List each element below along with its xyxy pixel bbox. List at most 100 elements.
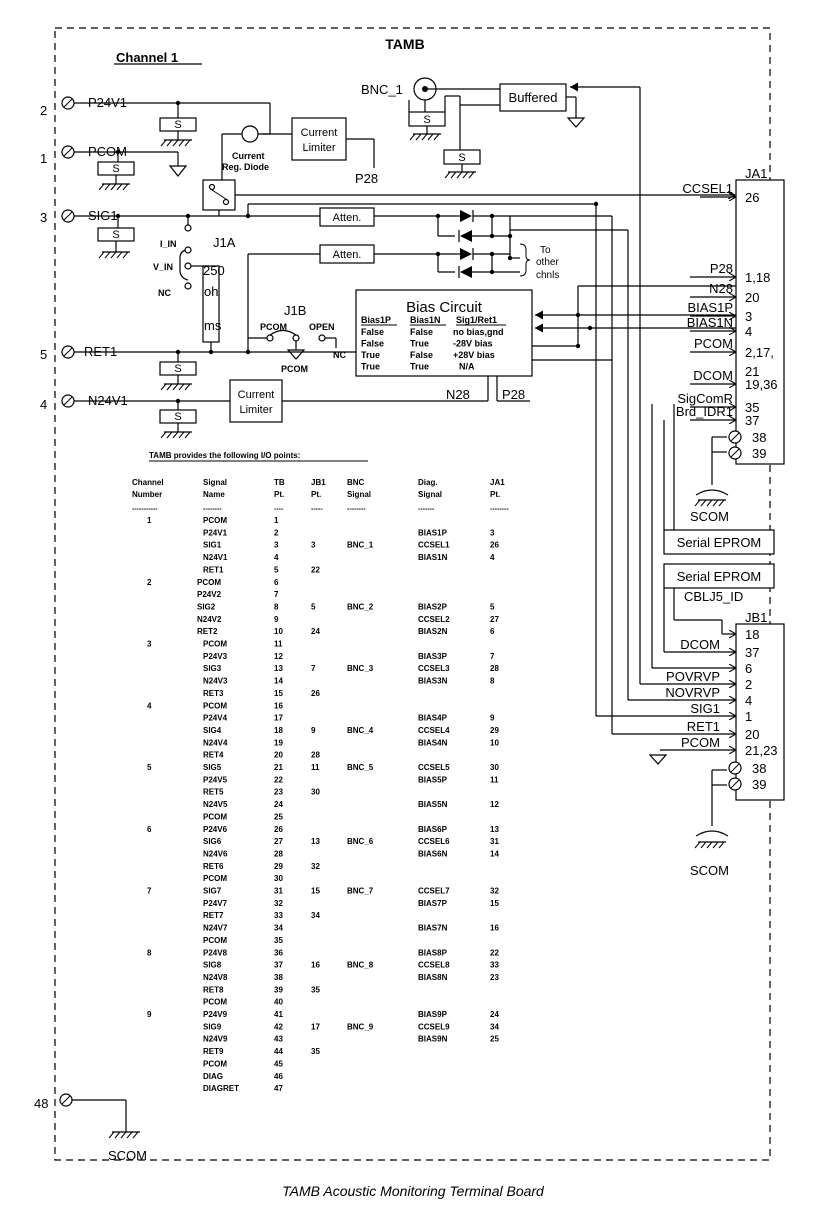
- svg-text:PCOM: PCOM: [260, 322, 287, 332]
- io-cell: 30: [311, 788, 320, 797]
- io-cell: 15: [490, 899, 499, 908]
- io-cell: 5: [311, 602, 316, 611]
- jb1-signal-label: PCOM: [681, 735, 720, 750]
- io-cell: 38: [274, 973, 283, 982]
- io-cell: P24V7: [203, 899, 228, 908]
- io-cell: 9: [311, 726, 316, 735]
- io-cell: 22: [274, 775, 283, 784]
- jb1-pin-number: 21,23: [745, 743, 778, 758]
- io-cell: P24V3: [203, 652, 228, 661]
- io-cell: 10: [274, 627, 283, 636]
- io-cell: BNC_1: [347, 541, 374, 550]
- io-cell: 47: [274, 1084, 283, 1093]
- io-cell: PCOM: [203, 936, 227, 945]
- io-cell: 4: [147, 701, 152, 710]
- io-cell: 39: [274, 985, 283, 994]
- jb1-pin-number: 20: [745, 727, 759, 742]
- io-cell: 4: [274, 553, 279, 562]
- bias-circuit: [355, 289, 533, 377]
- svg-text:Current: Current: [238, 389, 275, 401]
- io-cell: BIAS8N: [418, 973, 448, 982]
- ja1-pin-number: 21: [745, 364, 759, 379]
- io-cell: 22: [311, 565, 320, 574]
- io-cell: 43: [274, 1035, 283, 1044]
- svg-text:OPEN: OPEN: [309, 322, 335, 332]
- io-cell: 5: [274, 565, 279, 574]
- io-cell: BIAS6P: [418, 825, 448, 834]
- terminal-2: 2 P24V1: [40, 95, 127, 118]
- svg-text:P28: P28: [502, 387, 525, 402]
- io-cell: 45: [274, 1059, 283, 1068]
- io-header: Name: [203, 490, 225, 499]
- io-cell: 4: [490, 553, 495, 562]
- io-cell: 6: [274, 578, 279, 587]
- io-cell: RET8: [203, 985, 224, 994]
- current-limiter-2: [229, 379, 283, 423]
- io-cell: 22: [490, 948, 499, 957]
- io-cell: BIAS7P: [418, 899, 448, 908]
- svg-text:SCOM: SCOM: [690, 863, 729, 878]
- io-cell: 34: [274, 924, 283, 933]
- io-header-rule: ----: [274, 506, 284, 513]
- io-cell: 34: [311, 911, 320, 920]
- io-cell: SIG6: [203, 837, 222, 846]
- io-cell: 40: [274, 998, 283, 1007]
- io-cell: CCSEL4: [418, 726, 450, 735]
- ja1-label: JA1: [745, 166, 767, 181]
- io-cell: 32: [274, 899, 283, 908]
- jb1-pin-number: 2: [745, 677, 752, 692]
- shield-icon: S: [174, 411, 181, 423]
- svg-text:5: 5: [40, 347, 47, 362]
- io-cell: P24V4: [203, 714, 228, 723]
- io-cell: RET9: [203, 1047, 224, 1056]
- svg-text:P28: P28: [355, 171, 378, 186]
- screw-terminal-icon: [728, 777, 742, 791]
- screw-terminal-icon: [728, 430, 742, 444]
- jb1-pin-number: 39: [752, 777, 766, 792]
- io-cell: 27: [274, 837, 283, 846]
- j1a-jumper: [179, 249, 189, 281]
- io-cell: P24V2: [197, 590, 222, 599]
- io-cell: 32: [311, 862, 320, 871]
- bias-cell: False: [410, 327, 433, 337]
- ja1-pin-number: 20: [745, 290, 759, 305]
- io-cell: 28: [274, 849, 283, 858]
- io-cell: CCSEL7: [418, 887, 450, 896]
- ja1-pin-number: 37: [745, 413, 759, 428]
- jb1-pin-number: 4: [745, 693, 752, 708]
- io-cell: 41: [274, 1010, 283, 1019]
- ja1-pin-list: CCSEL126P281,18N2820BIAS1P3BIAS1N4PCOM2,…: [676, 181, 778, 461]
- ja1-signal-label: PCOM: [694, 336, 733, 351]
- serial-eprom-2: [663, 563, 775, 589]
- ja1-pin-number: 19,36: [745, 377, 778, 392]
- io-cell: 7: [490, 652, 495, 661]
- ja1-pin-number: 2,17,: [745, 345, 774, 360]
- svg-text:Buffered: Buffered: [509, 90, 558, 105]
- io-cell: BNC_3: [347, 664, 374, 673]
- io-cell: 28: [490, 664, 499, 673]
- io-cell: 16: [274, 701, 283, 710]
- svg-text:Serial EPROM: Serial EPROM: [677, 535, 762, 550]
- io-cell: 24: [490, 1010, 499, 1019]
- bias-cell: False: [410, 350, 433, 360]
- io-header: Signal: [203, 478, 227, 487]
- figure-caption: TAMB Acoustic Monitoring Terminal Board: [282, 1183, 545, 1199]
- io-cell: DIAG: [203, 1072, 223, 1081]
- io-header: Number: [132, 490, 162, 499]
- io-cell: SIG1: [203, 541, 222, 550]
- serial-eprom-1: [663, 529, 775, 555]
- j1a-label: J1A: [213, 235, 236, 250]
- svg-text:Atten.: Atten.: [333, 249, 362, 261]
- svg-text:Limiter: Limiter: [239, 404, 272, 416]
- io-cell: 6: [490, 627, 495, 636]
- io-header: Pt.: [490, 490, 500, 499]
- io-cell: P24V8: [203, 948, 228, 957]
- io-cell: N24V5: [203, 800, 228, 809]
- io-cell: BIAS9N: [418, 1035, 448, 1044]
- io-header-rule: -----: [311, 506, 323, 513]
- io-cell: 19: [274, 738, 283, 747]
- ja1-connector: [735, 179, 785, 465]
- io-cell: N24V1: [203, 553, 228, 562]
- io-cell: BIAS2N: [418, 627, 448, 636]
- svg-text:V_IN: V_IN: [153, 262, 173, 272]
